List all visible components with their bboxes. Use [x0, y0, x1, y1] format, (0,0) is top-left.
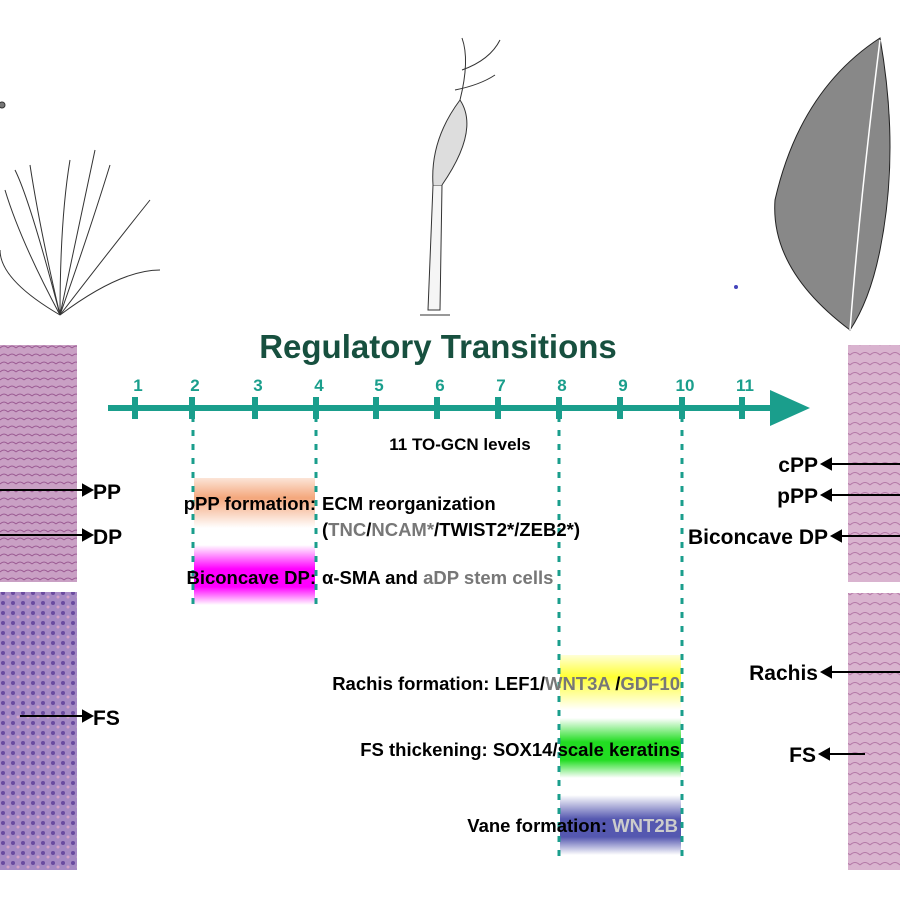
transition-ppp-desc: ECM reorganization	[322, 493, 496, 514]
dashed-guides	[191, 416, 684, 858]
label-dp: DP	[93, 526, 122, 549]
label-fs-left: FS	[93, 707, 120, 730]
tick-label: 1	[133, 376, 142, 395]
contour-feather-drawing	[734, 37, 891, 331]
tick-label: 2	[190, 376, 199, 395]
transition-biconcave-desc: α-SMA and aDP stem cells	[322, 567, 553, 588]
left-histology-top-image	[0, 345, 77, 582]
timeline-axis	[108, 390, 810, 426]
tick-label: 3	[253, 376, 262, 395]
band-fs-thickening	[560, 718, 681, 778]
transition-ppp-genes: (TNC/NCAM*/TWIST2*/ZEB2*)	[322, 519, 580, 540]
tick-label: 8	[557, 376, 566, 395]
axis-label: 11 TO-GCN levels	[389, 435, 530, 454]
tick-mark	[132, 397, 138, 419]
tick-label: 10	[676, 376, 695, 395]
timeline-arrowhead	[770, 390, 810, 426]
transition-rachis: Rachis formation: LEF1/WNT3A /GDF10	[332, 673, 680, 694]
left-label-arrows	[0, 483, 95, 723]
label-pp: PP	[93, 481, 121, 504]
label-fs-right: FS	[789, 744, 816, 767]
right-histology-bottom-image	[848, 593, 900, 870]
tick-label: 6	[435, 376, 444, 395]
tick-label: 7	[496, 376, 505, 395]
tick-mark	[739, 397, 745, 419]
transition-vane: Vane formation: WNT2B	[467, 815, 678, 836]
label-cpp: cPP	[778, 454, 818, 477]
transition-fs-thickening: FS thickening: SOX14/scale keratins	[360, 739, 680, 760]
pin-feather-drawing	[420, 37, 501, 316]
band-vane-formation	[560, 795, 681, 855]
tick-label: 11	[736, 376, 754, 395]
tick-mark	[617, 397, 623, 419]
band-ppp-formation	[194, 478, 315, 528]
band-rachis-formation	[560, 655, 681, 710]
tick-mark	[495, 397, 501, 419]
tick-label: 5	[374, 376, 383, 395]
tick-mark	[313, 397, 319, 419]
label-biconcave-dp: Biconcave DP	[688, 526, 828, 549]
tick-mark	[679, 397, 685, 419]
band-biconcave-dp	[194, 545, 315, 605]
tick-mark	[434, 397, 440, 419]
tick-mark	[189, 397, 195, 419]
transition-ppp-name: pPP formation:	[184, 493, 316, 514]
label-ppp: pPP	[777, 485, 818, 508]
tick-mark	[373, 397, 379, 419]
right-label-arrows	[817, 457, 900, 761]
left-histology-bottom-image	[0, 592, 77, 870]
label-rachis: Rachis	[749, 662, 818, 685]
tick-label: 4	[314, 376, 324, 395]
tick-mark	[556, 397, 562, 419]
transition-biconcave-name: Biconcave DP:	[186, 567, 316, 588]
title: Regulatory Transitions	[259, 328, 617, 365]
tick-label: 9	[618, 376, 627, 395]
tick-mark	[252, 397, 258, 419]
downy-feather-drawing	[0, 101, 161, 316]
timeline-ticks: 1 2 3 4 5 6 7 8 9 10 11	[132, 376, 754, 419]
